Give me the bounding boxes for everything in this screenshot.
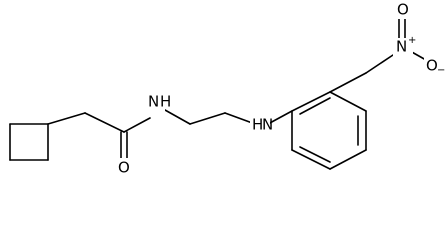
benzene-bond-1: [291, 91, 331, 112]
structure-diagram-canvas: N H H N O N + O O −: [9, 0, 446, 177]
benzene-bond-4: [329, 149, 367, 170]
nitro-o-bottom-label: O: [426, 57, 438, 75]
nitro-n-charge: +: [408, 35, 416, 46]
carbonyl-o-label: O: [118, 159, 130, 177]
nitro-o-top-label: O: [397, 1, 409, 19]
alkyl-bond-ring-to-ch2: [47, 112, 86, 125]
linker-bond-ch2-to-ch2: [189, 112, 226, 125]
amine-h-label: H: [252, 116, 263, 134]
benzene-bond-5: [291, 149, 331, 170]
molecule-structure: N H H N O N + O O −: [9, 1, 445, 177]
benzene-inner-bond-1: [299, 97, 331, 115]
nitro-ring-link: [365, 54, 394, 74]
nitro-o-bottom-charge: −: [437, 65, 445, 76]
linker-bond-n-to-ch2: [164, 109, 191, 125]
amide-h-label: H: [160, 93, 171, 111]
benzene-bond-2: [329, 91, 367, 112]
nitro-attachment-bond: [329, 72, 367, 93]
amine-n-label: N: [262, 116, 273, 134]
alkyl-bond-ch2-to-carbonyl: [84, 112, 125, 133]
amide-bond-carbonyl-to-n: [123, 117, 151, 133]
benzene-inner-bond-3: [299, 146, 331, 163]
aryl-amine-bond: [267, 110, 293, 125]
amide-n-label: N: [148, 93, 159, 111]
nitro-n-label: N: [396, 38, 407, 56]
